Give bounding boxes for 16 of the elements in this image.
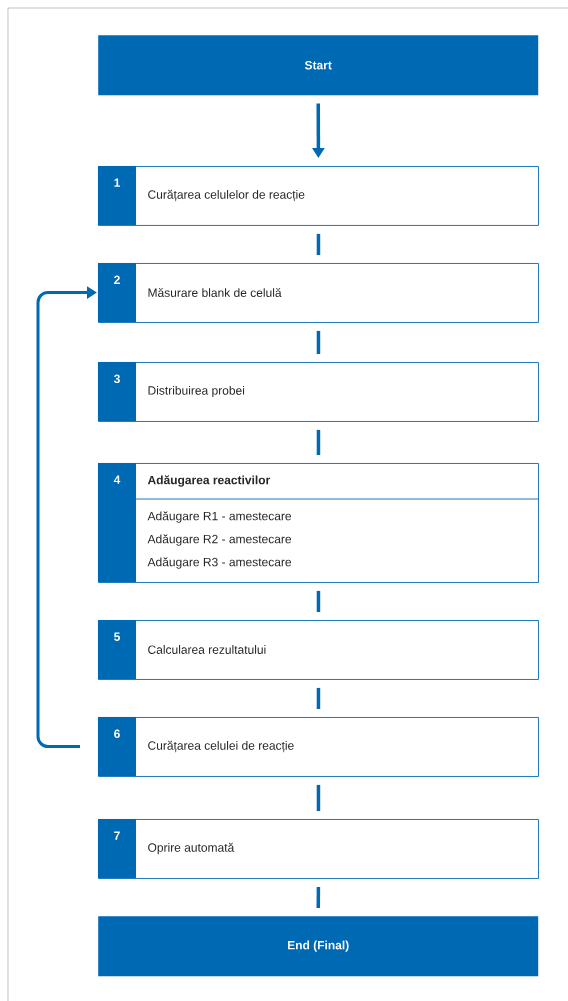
connector-line: [316, 429, 321, 455]
connector-line: [316, 233, 321, 255]
connector-line: [316, 784, 321, 811]
step-box: 5 Calcularea rezultatului: [98, 620, 539, 680]
connector-line: [316, 330, 321, 354]
step-box: 3 Distribuirea probei: [98, 362, 539, 422]
terminal-box: Start: [98, 35, 539, 96]
step-box: 4 Adăugarea reactivilor Adăugare R1 - amestecare Adăugare R2 - amestecare Adăugare R3 - amestecare: [98, 463, 539, 583]
terminal-box: End (Final): [98, 916, 539, 977]
step-box: 1 Curățarea celulelor de reacție: [98, 166, 539, 226]
step-box: 7 Oprire automată: [98, 819, 539, 879]
step-box: 6 Curățarea celulei de reacție: [98, 717, 539, 777]
connector-line: [316, 590, 321, 612]
connector-line: [316, 886, 321, 909]
step-box: 2 Măsurare blank de celulă: [98, 263, 539, 323]
connector-line: [316, 687, 321, 709]
